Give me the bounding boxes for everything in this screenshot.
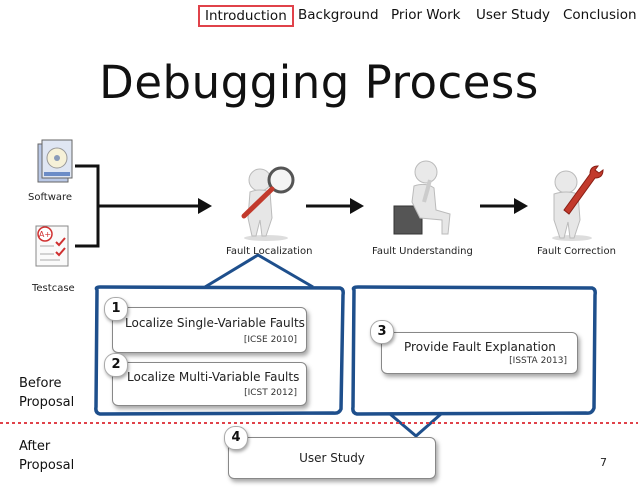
understanding-highlight [351, 285, 597, 416]
stage-label-localization: Fault Localization [226, 246, 313, 257]
localization-highlight [94, 285, 345, 416]
card-single-text: Localize Single-Variable Faults [125, 316, 305, 330]
stage-label-correction: Fault Correction [537, 246, 616, 257]
step-badge-3: 3 [370, 320, 394, 344]
card-user-study: User Study [228, 437, 436, 479]
card-explain-ref: [ISSTA 2013] [509, 356, 567, 366]
nav-tab-background[interactable]: Background [298, 7, 379, 23]
card-explain-text: Provide Fault Explanation [404, 340, 556, 354]
stage-label-understanding: Fault Understanding [372, 246, 473, 257]
nav-tab-prior-work[interactable]: Prior Work [391, 7, 461, 23]
card-multi-ref: [ICST 2012] [244, 388, 297, 398]
step-badge-4: 4 [224, 426, 248, 450]
arrow-head-2 [350, 198, 364, 214]
card-multi-text: Localize Multi-Variable Faults [127, 370, 300, 384]
nav-tab-introduction[interactable]: Introduction [198, 5, 294, 27]
nav-tab-conclusion[interactable]: Conclusion [563, 7, 637, 23]
page-number: 7 [600, 456, 607, 469]
software-box-icon [37, 139, 73, 183]
card-single-variable: Localize Single-Variable Faults [ICSE 20… [112, 307, 307, 353]
card-single-ref: [ICSE 2010] [243, 335, 297, 345]
card-study-text: User Study [299, 451, 365, 465]
after-proposal-label: After Proposal [19, 439, 75, 473]
step-badge-1: 1 [104, 297, 128, 321]
localization-pointer [204, 253, 314, 289]
magnifier-figure-icon [241, 166, 295, 241]
slide-title: Debugging Process [99, 56, 539, 109]
study-pointer [389, 412, 442, 438]
software-label: Software [28, 192, 73, 203]
svg-text:A+: A+ [39, 230, 51, 239]
before-proposal-label: Before Proposal [19, 376, 75, 410]
thinking-figure-icon [393, 160, 451, 235]
arrow-head-1 [198, 198, 212, 214]
card-fault-explanation: Provide Fault Explanation [ISSTA 2013] [381, 332, 578, 374]
card-multi-variable: Localize Multi-Variable Faults [ICST 201… [112, 362, 307, 406]
wrench-figure-icon [552, 165, 604, 241]
testcase-label: Testcase [32, 283, 75, 294]
step-badge-2: 2 [104, 353, 128, 377]
testcase-document-icon: A+ [35, 225, 69, 267]
arrow-head-3 [514, 198, 528, 214]
nav-tab-user-study[interactable]: User Study [476, 7, 551, 23]
